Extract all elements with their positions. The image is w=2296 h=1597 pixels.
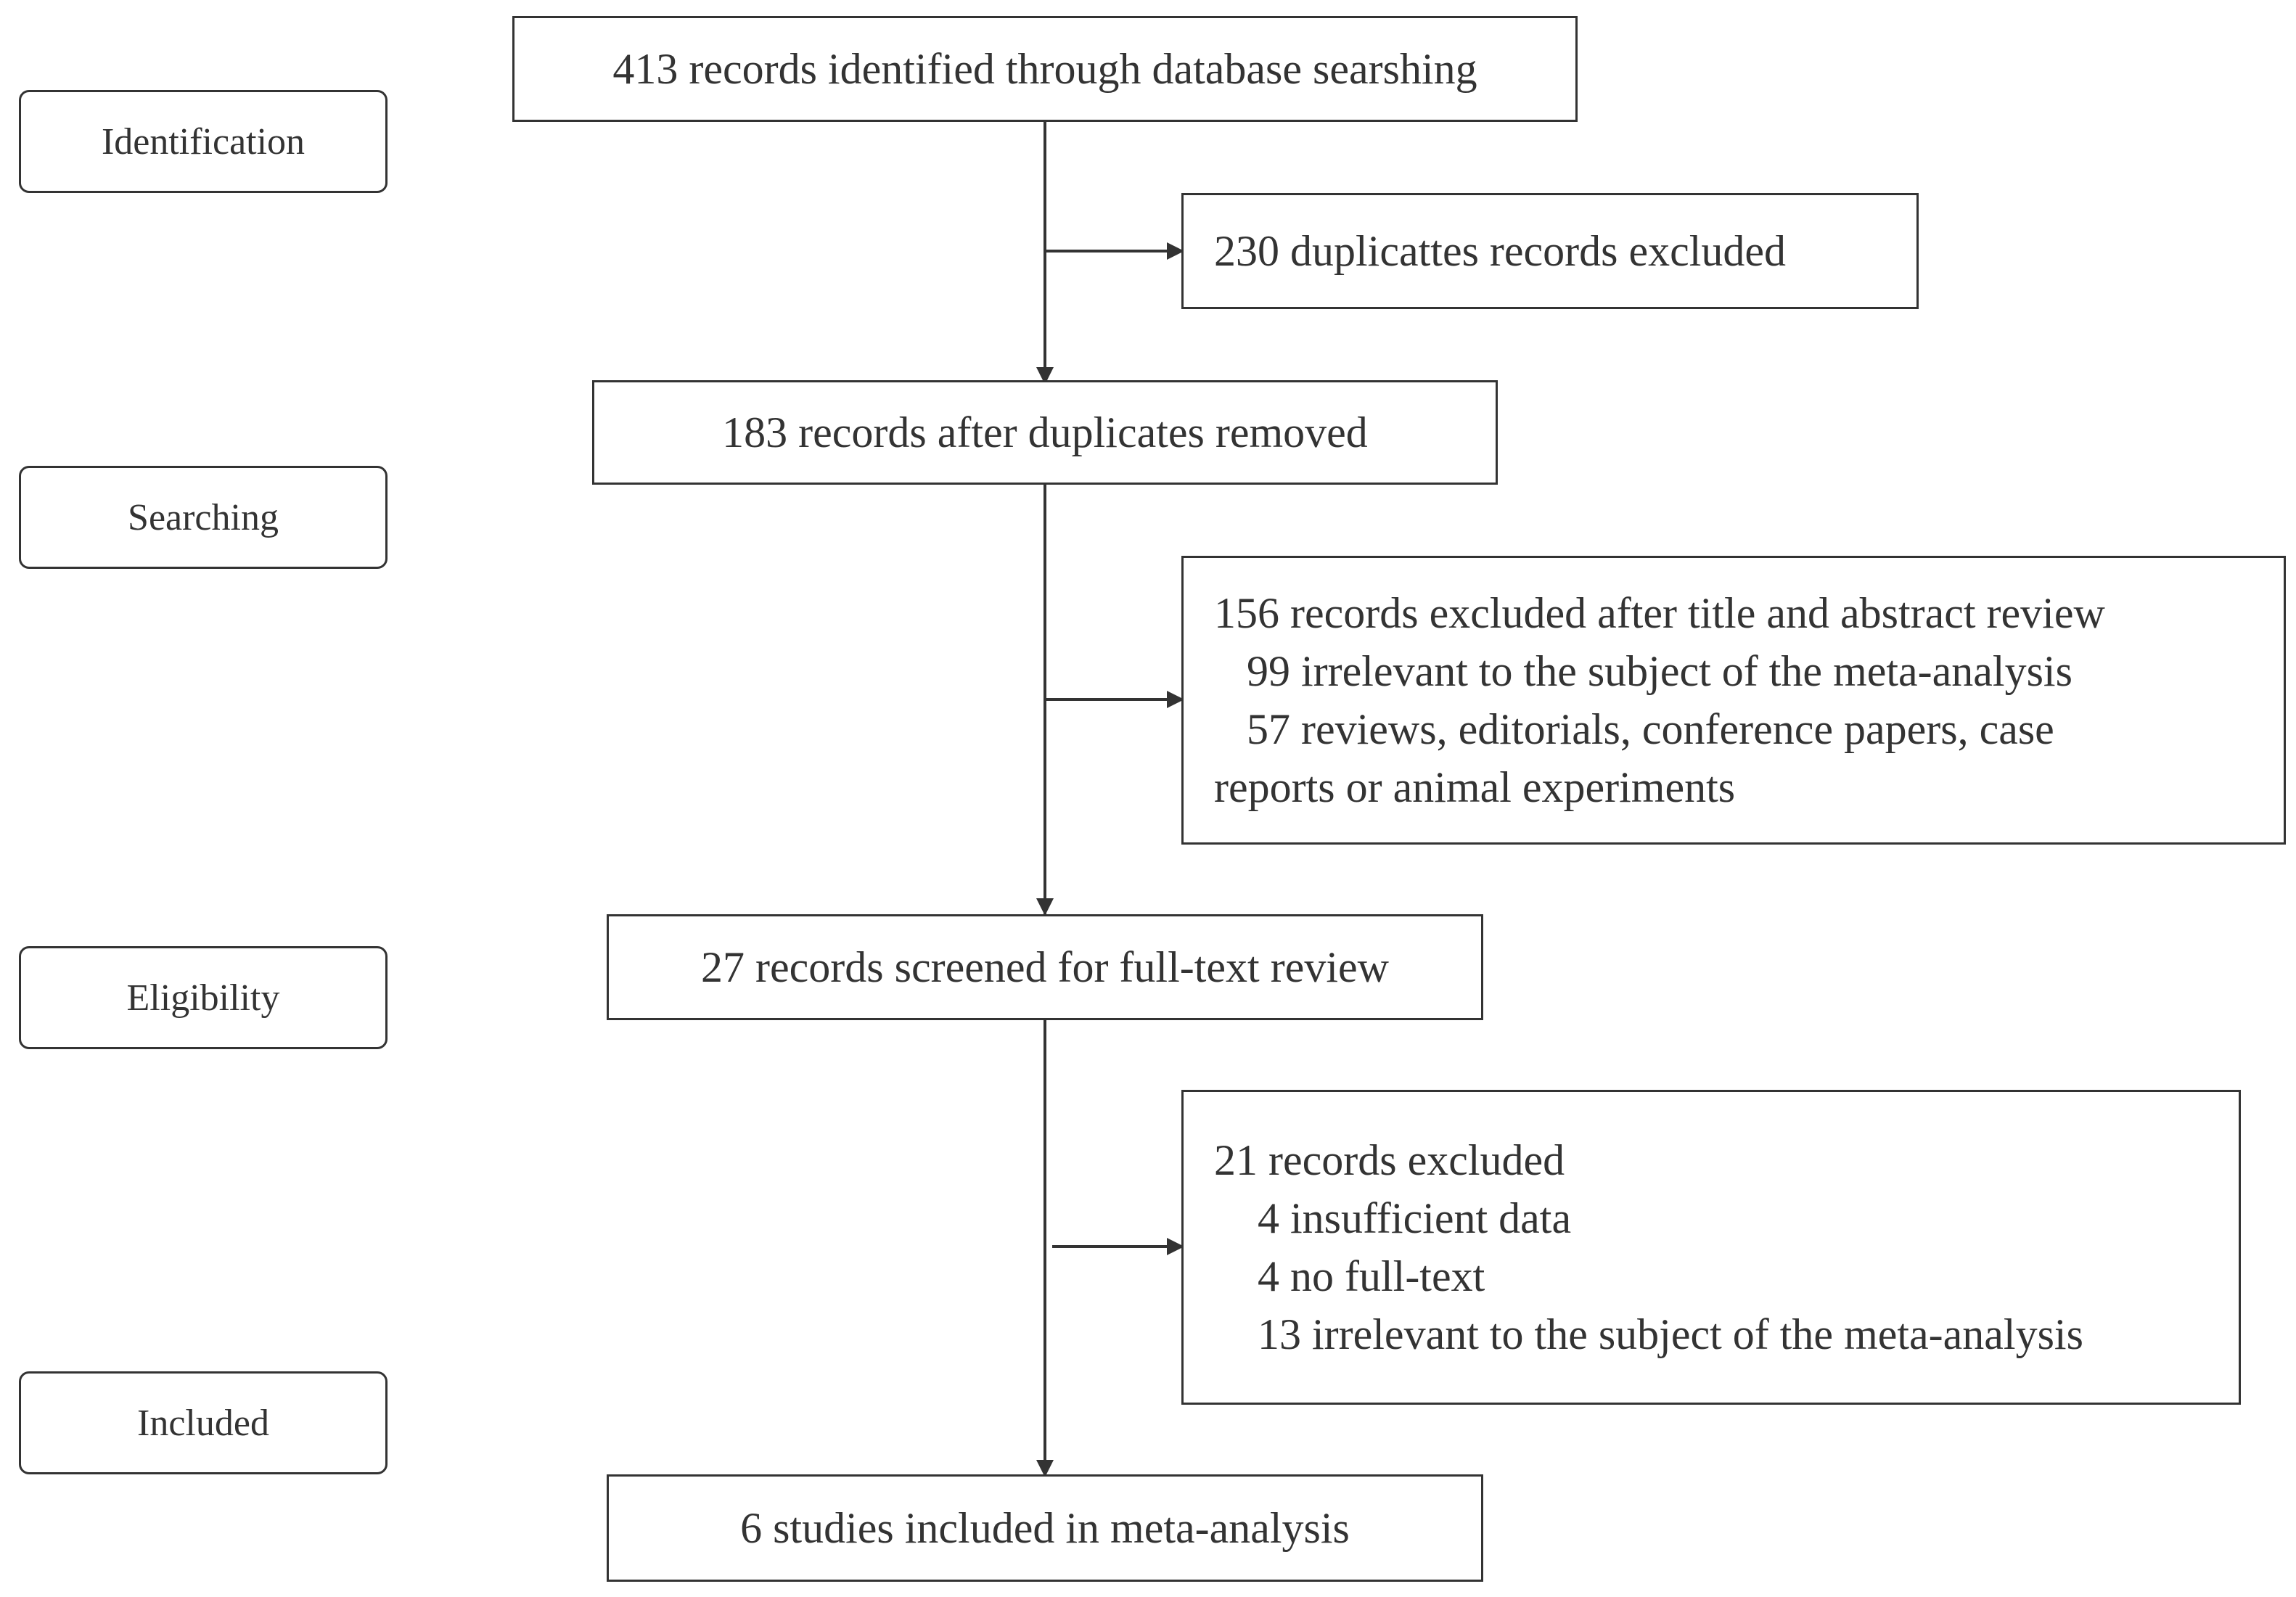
stage-included: Included — [19, 1371, 388, 1474]
full-text-excluded-line4: 13 irrelevant to the subject of the meta… — [1214, 1310, 2083, 1358]
records-identified-text: 413 records identified through database … — [612, 44, 1477, 93]
stage-included-label: Included — [137, 1402, 269, 1444]
stage-searching-label: Searching — [128, 496, 279, 538]
records-after-duplicates-box: 183 records after duplicates removed — [592, 380, 1498, 485]
records-after-duplicates-text: 183 records after duplicates removed — [722, 408, 1368, 456]
full-text-excluded-line2: 4 insufficient data — [1214, 1194, 1572, 1242]
stage-eligibility: Eligibility — [19, 946, 388, 1049]
title-abstract-excluded-line2: 99 irrelevant to the subject of the meta… — [1214, 647, 2072, 695]
duplicates-excluded-line1: 230 duplicattes records excluded — [1214, 227, 1787, 275]
stage-eligibility-label: Eligibility — [126, 977, 280, 1019]
studies-included-box: 6 studies included in meta-analysis — [607, 1474, 1483, 1582]
records-screened-text: 27 records screened for full-text review — [701, 943, 1389, 991]
title-abstract-excluded-line1: 156 records excluded after title and abs… — [1214, 589, 2105, 637]
stage-searching: Searching — [19, 466, 388, 569]
records-identified-box: 413 records identified through database … — [512, 16, 1578, 122]
stage-identification-label: Identification — [101, 120, 306, 163]
studies-included-text: 6 studies included in meta-analysis — [740, 1503, 1350, 1552]
title-abstract-excluded-line3: 57 reviews, editorials, conference paper… — [1214, 705, 2054, 753]
duplicates-excluded-box: 230 duplicattes records excluded — [1181, 193, 1919, 309]
title-abstract-excluded-line4: reports or animal experiments — [1214, 763, 1736, 811]
title-abstract-excluded-box: 156 records excluded after title and abs… — [1181, 556, 2286, 845]
full-text-excluded-line3: 4 no full-text — [1214, 1252, 1485, 1300]
records-screened-box: 27 records screened for full-text review — [607, 914, 1483, 1020]
full-text-excluded-box: 21 records excluded 4 insufficient data … — [1181, 1090, 2241, 1405]
full-text-excluded-line1: 21 records excluded — [1214, 1136, 1565, 1184]
stage-identification: Identification — [19, 90, 388, 193]
